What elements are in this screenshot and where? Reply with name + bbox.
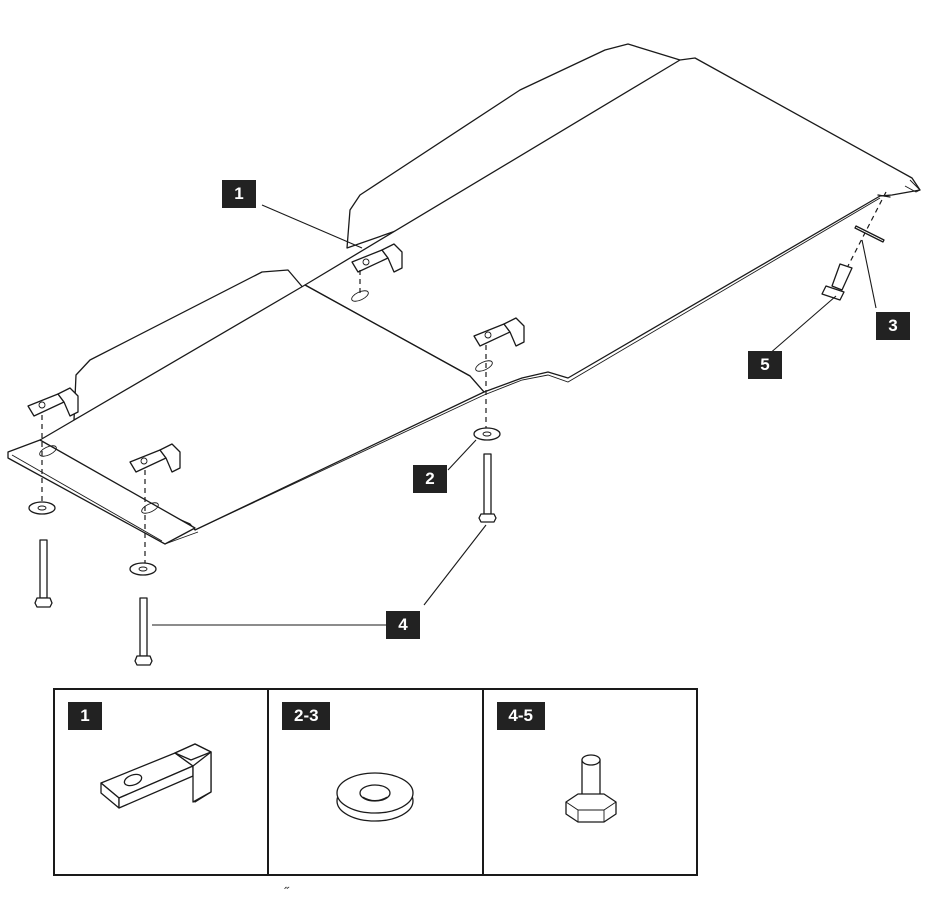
skid-plate-front-lip (7, 439, 196, 545)
bracket-c (27, 387, 79, 417)
legend-panel-bracket: 1 (55, 690, 270, 874)
washer-3 (854, 225, 885, 243)
washer-front (129, 562, 157, 576)
bolt-long-front (134, 597, 153, 666)
callout-1: 1 (222, 180, 256, 208)
footer-mark: ˝ (284, 884, 289, 900)
bracket-a (351, 243, 403, 273)
bracket-icon (100, 743, 212, 809)
callout-2: 2 (413, 465, 447, 493)
callout-4: 4 (386, 611, 420, 639)
bolt-long-right (478, 453, 497, 523)
legend-panel-washer: 2-3 (269, 690, 484, 874)
bolt-short (821, 263, 853, 301)
parts-legend: 1 2-3 4-5 (53, 688, 698, 876)
bracket-d (129, 443, 181, 473)
washer-2 (473, 427, 501, 441)
legend-tag-1: 1 (68, 702, 102, 730)
legend-tag-4-5: 4-5 (496, 702, 545, 730)
bolt-icon (565, 754, 617, 823)
legend-panel-bolt: 4-5 (484, 690, 696, 874)
legend-tag-2-3: 2-3 (282, 702, 331, 730)
callout-5: 5 (748, 351, 782, 379)
washer-left (28, 501, 56, 515)
bolt-long-left (34, 539, 53, 608)
callout-3: 3 (876, 312, 910, 340)
washer-icon (336, 772, 414, 822)
bracket-b (473, 317, 525, 347)
rear-flange (346, 43, 681, 249)
